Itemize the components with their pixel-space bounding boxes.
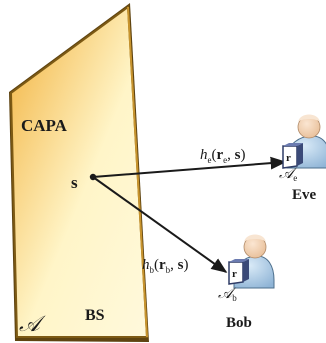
bob-channel-label: hb(rb, s) (142, 257, 189, 275)
capa-label: CAPA (21, 116, 68, 135)
bob-name: Bob (226, 315, 252, 331)
bob-region-label: 𝒜b (218, 286, 237, 303)
source-symbol: s (71, 173, 78, 192)
svg-text:r: r (232, 268, 237, 280)
capa-panel (9, 3, 149, 342)
eve-receiver-icon: r (282, 143, 303, 169)
eve-link-arrow (92, 156, 287, 178)
bob-receiver-icon: r (228, 259, 249, 285)
bob-link-arrow (92, 176, 228, 273)
eve-name: Eve (292, 187, 317, 203)
eve-channel-label: he(re, s) (200, 147, 246, 165)
bs-label: BS (85, 307, 105, 324)
eve-region-label: 𝒜e (279, 166, 298, 183)
svg-text:r: r (286, 152, 291, 164)
